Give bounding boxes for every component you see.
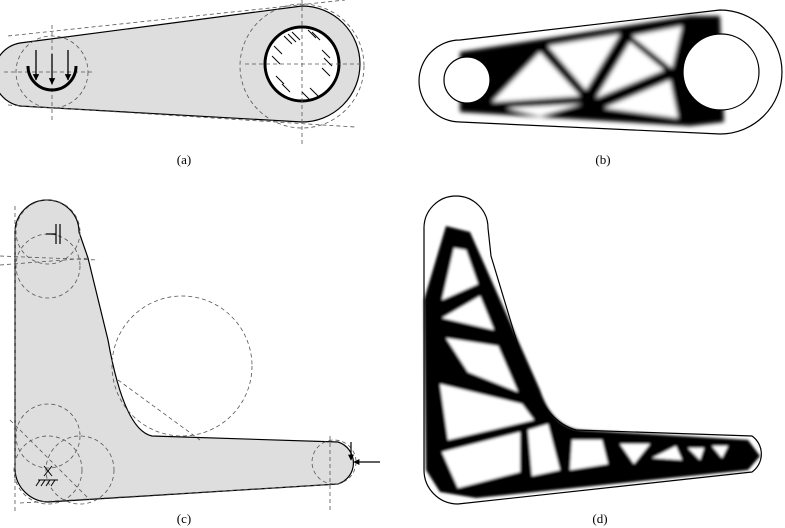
- fixed-support-hatch: [271, 29, 333, 101]
- optimized-structure-b: [460, 16, 724, 126]
- panel-b: (b): [418, 9, 783, 167]
- support-symbol-top: [46, 224, 61, 244]
- caption-c: (c): [177, 511, 191, 526]
- caption-b: (b): [595, 152, 610, 167]
- load-arrows-c: [348, 442, 380, 465]
- fixed-support-symbol: [35, 465, 58, 487]
- caption-d: (d): [592, 511, 607, 526]
- construction-guides: [4, 0, 365, 147]
- load-arrows: [26, 50, 78, 92]
- bracket-design-domain: [14, 199, 354, 503]
- caption-a: (a): [177, 152, 191, 167]
- pin-hole-small-b: [443, 56, 491, 104]
- panel-d: (d): [423, 195, 762, 526]
- link-design-domain: [0, 5, 361, 123]
- panel-a: (a): [0, 0, 365, 167]
- optimized-structure-d: [424, 226, 760, 498]
- pin-hole-large-b: [682, 33, 760, 111]
- panel-c: (c): [0, 199, 380, 526]
